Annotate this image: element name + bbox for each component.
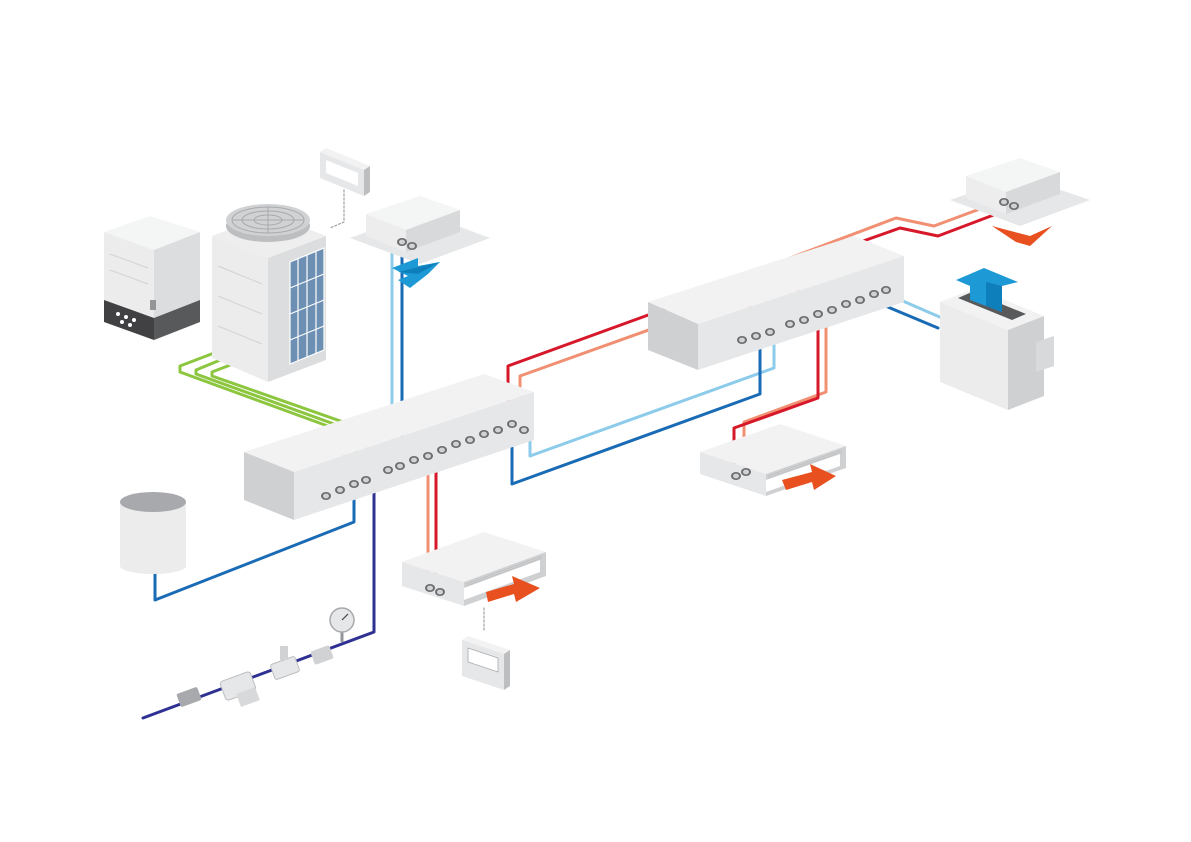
airflow-warm-arrow-duct-right (782, 464, 836, 490)
duct-unit-right (700, 424, 846, 496)
cassette-unit-right (950, 158, 1090, 226)
tee-valve-icon (270, 646, 300, 680)
manifold-secondary (648, 236, 904, 370)
wall-controller-top (320, 148, 370, 196)
valve-fitting-1 (310, 645, 334, 665)
coil-panel (289, 247, 325, 365)
pipe-mains (141, 484, 376, 720)
wall-controller-bottom (462, 636, 510, 690)
water-tank (120, 492, 186, 574)
strainer-icon (219, 671, 260, 707)
pipe-lightblue-secondary (524, 338, 776, 458)
outdoor-unit (212, 204, 326, 382)
fan-grille-icon (226, 204, 310, 242)
floor-console (940, 288, 1054, 410)
duct-unit-front (402, 532, 546, 606)
airflow-warm-arrow-duct-front (486, 576, 540, 602)
control-panel-icon (116, 312, 136, 327)
airflow-warm-arrow-right-cassette (992, 226, 1052, 246)
manifold-main (244, 374, 534, 520)
cassette-unit-left (350, 196, 490, 264)
valve-fitting-2 (176, 687, 202, 707)
pressure-gauge-icon (329, 607, 355, 642)
controller-link-top (329, 189, 345, 229)
airflow-cool-arrow-left (392, 258, 440, 288)
airflow-cool-arrow-console (956, 268, 1018, 312)
valve-assembly (176, 607, 355, 707)
pipe-tank (153, 490, 356, 602)
heat-pump-unit (104, 216, 200, 340)
